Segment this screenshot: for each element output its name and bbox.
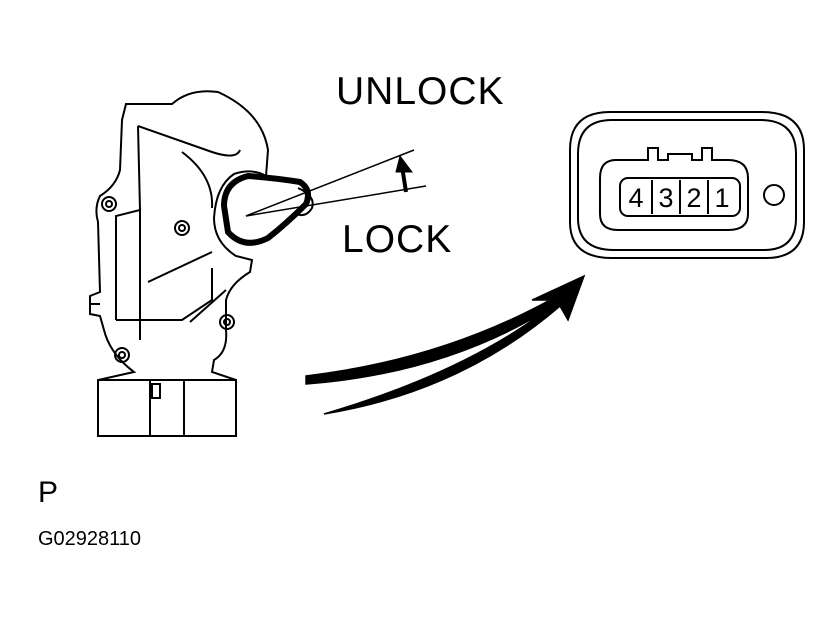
screw-hole — [174, 220, 190, 236]
view-letter-label: P — [38, 476, 59, 509]
pin-number: 1 — [714, 183, 729, 213]
connector-view — [569, 111, 805, 259]
rotation-arrow-icon — [395, 154, 413, 193]
unlock-position-line — [245, 149, 415, 217]
lock-lever — [220, 172, 314, 246]
screw-hole — [219, 314, 235, 330]
pin-number: 4 — [628, 183, 643, 213]
pin-number: 3 — [658, 183, 673, 213]
screw-hole — [101, 196, 117, 212]
pointer-arrow-icon — [305, 274, 586, 415]
lock-position-line — [245, 185, 427, 217]
connector-housing-inner — [577, 119, 797, 251]
connector-housing — [569, 111, 805, 259]
connector-mounting-hole — [763, 184, 785, 206]
lock-angle-indicator — [245, 149, 427, 217]
connector-pin-numbers: 4 3 2 1 — [628, 183, 729, 213]
figure-code-label: G02928110 — [38, 528, 142, 550]
lock-label: LOCK — [342, 218, 453, 261]
pin-number: 2 — [686, 183, 701, 213]
unlock-label: UNLOCK — [336, 70, 505, 113]
screw-holes — [101, 196, 235, 363]
screw-hole — [114, 347, 130, 363]
connector-terminal-frame — [619, 177, 741, 217]
connector-plug — [599, 147, 749, 231]
lock-actuator-body — [89, 90, 270, 437]
